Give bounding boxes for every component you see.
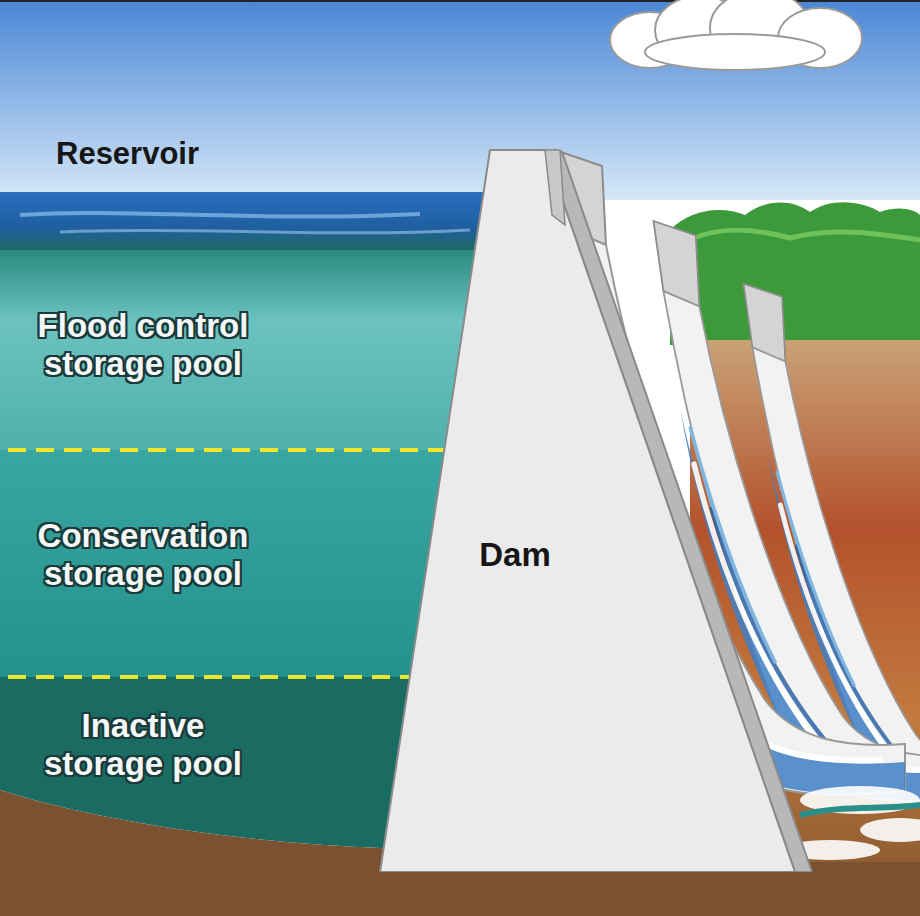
- dam-label: Dam: [479, 536, 551, 574]
- storage-pool-band: Inactive storage pool: [8, 690, 278, 800]
- storage-pool-band: Flood control storage pool: [8, 290, 278, 400]
- pool-label: Conservation storage pool: [25, 517, 261, 593]
- storage-pool-band: Conservation storage pool: [8, 500, 278, 610]
- reservoir-label: Reservoir: [56, 136, 199, 172]
- reservoir-label: Reservoir: [56, 136, 199, 172]
- pool-label: Flood control storage pool: [25, 307, 261, 383]
- pool-label: Inactive storage pool: [25, 707, 261, 783]
- dam-body: Dam: [440, 525, 590, 585]
